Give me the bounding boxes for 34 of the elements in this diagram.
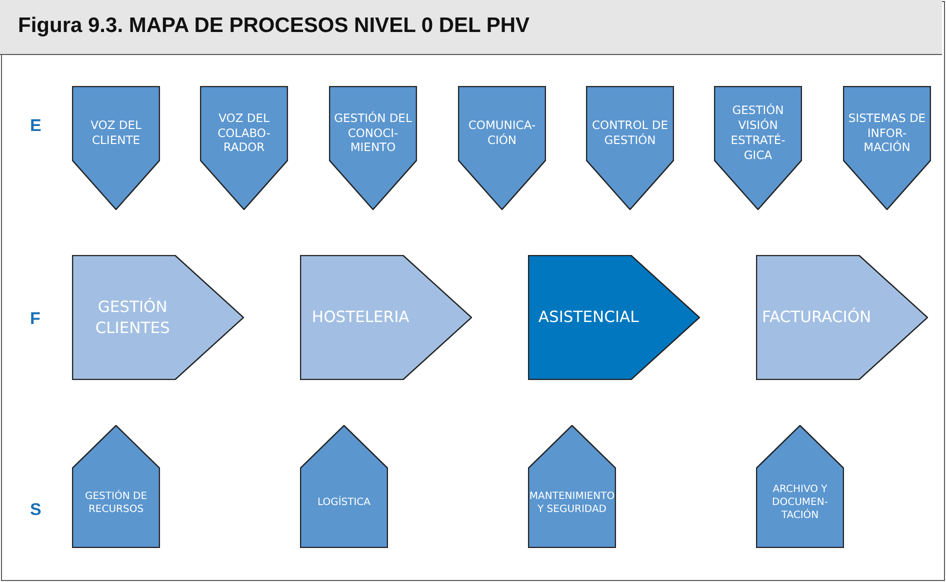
process-label: GESTIÓN DEL CONOCI- MIENTO [333,110,413,156]
process-label: SISTEMAS DE INFOR- MACIÓN [847,110,927,156]
process-label: ASISTENCIAL [538,307,639,328]
row-letter: F [30,309,40,329]
process-pentagon [756,425,844,548]
process-arrow-shape [528,255,700,380]
process-label: ARCHIVO Y DOCUMEN- TACIÓN [771,483,829,522]
process-pentagon [72,425,160,548]
process-label: MANTENIMIENTO Y SEGURIDAD [529,490,615,516]
row-letter: S [30,500,42,520]
process-pentagon [586,86,674,210]
process-arrow-shape [300,255,472,380]
process-pentagon [329,86,417,210]
process-label: GESTIÓN CLIENTES [94,297,171,338]
row-letter: E [30,116,42,136]
process-label: CONTROL DE GESTIÓN [591,118,669,148]
process-label: VOZ DEL CLIENTE [90,118,142,148]
process-label: GESTIÓN DE RECURSOS [84,490,148,516]
process-label: VOZ DEL COLABO- RADOR [216,110,272,156]
process-pentagon [528,425,616,548]
figure-title: Figura 9.3. MAPA DE PROCESOS NIVEL 0 DEL PHV [18,14,530,38]
process-arrow-shape [72,255,244,380]
process-pentagon [300,425,388,548]
process-label: LOGÍSTICA [317,496,370,510]
process-pentagon [458,86,546,210]
process-pentagon [714,86,802,210]
process-label: COMUNICA- CIÓN [467,118,537,148]
process-pentagon [843,86,931,210]
process-label: HOSTELERIA [312,307,410,328]
process-pentagon [72,86,160,210]
process-arrow-shape [756,255,928,380]
process-label: FACTURACIÓN [762,307,872,328]
process-label: GESTIÓN VISIÓN ESTRATÉ- GICA [730,103,786,163]
process-pentagon [200,86,288,210]
